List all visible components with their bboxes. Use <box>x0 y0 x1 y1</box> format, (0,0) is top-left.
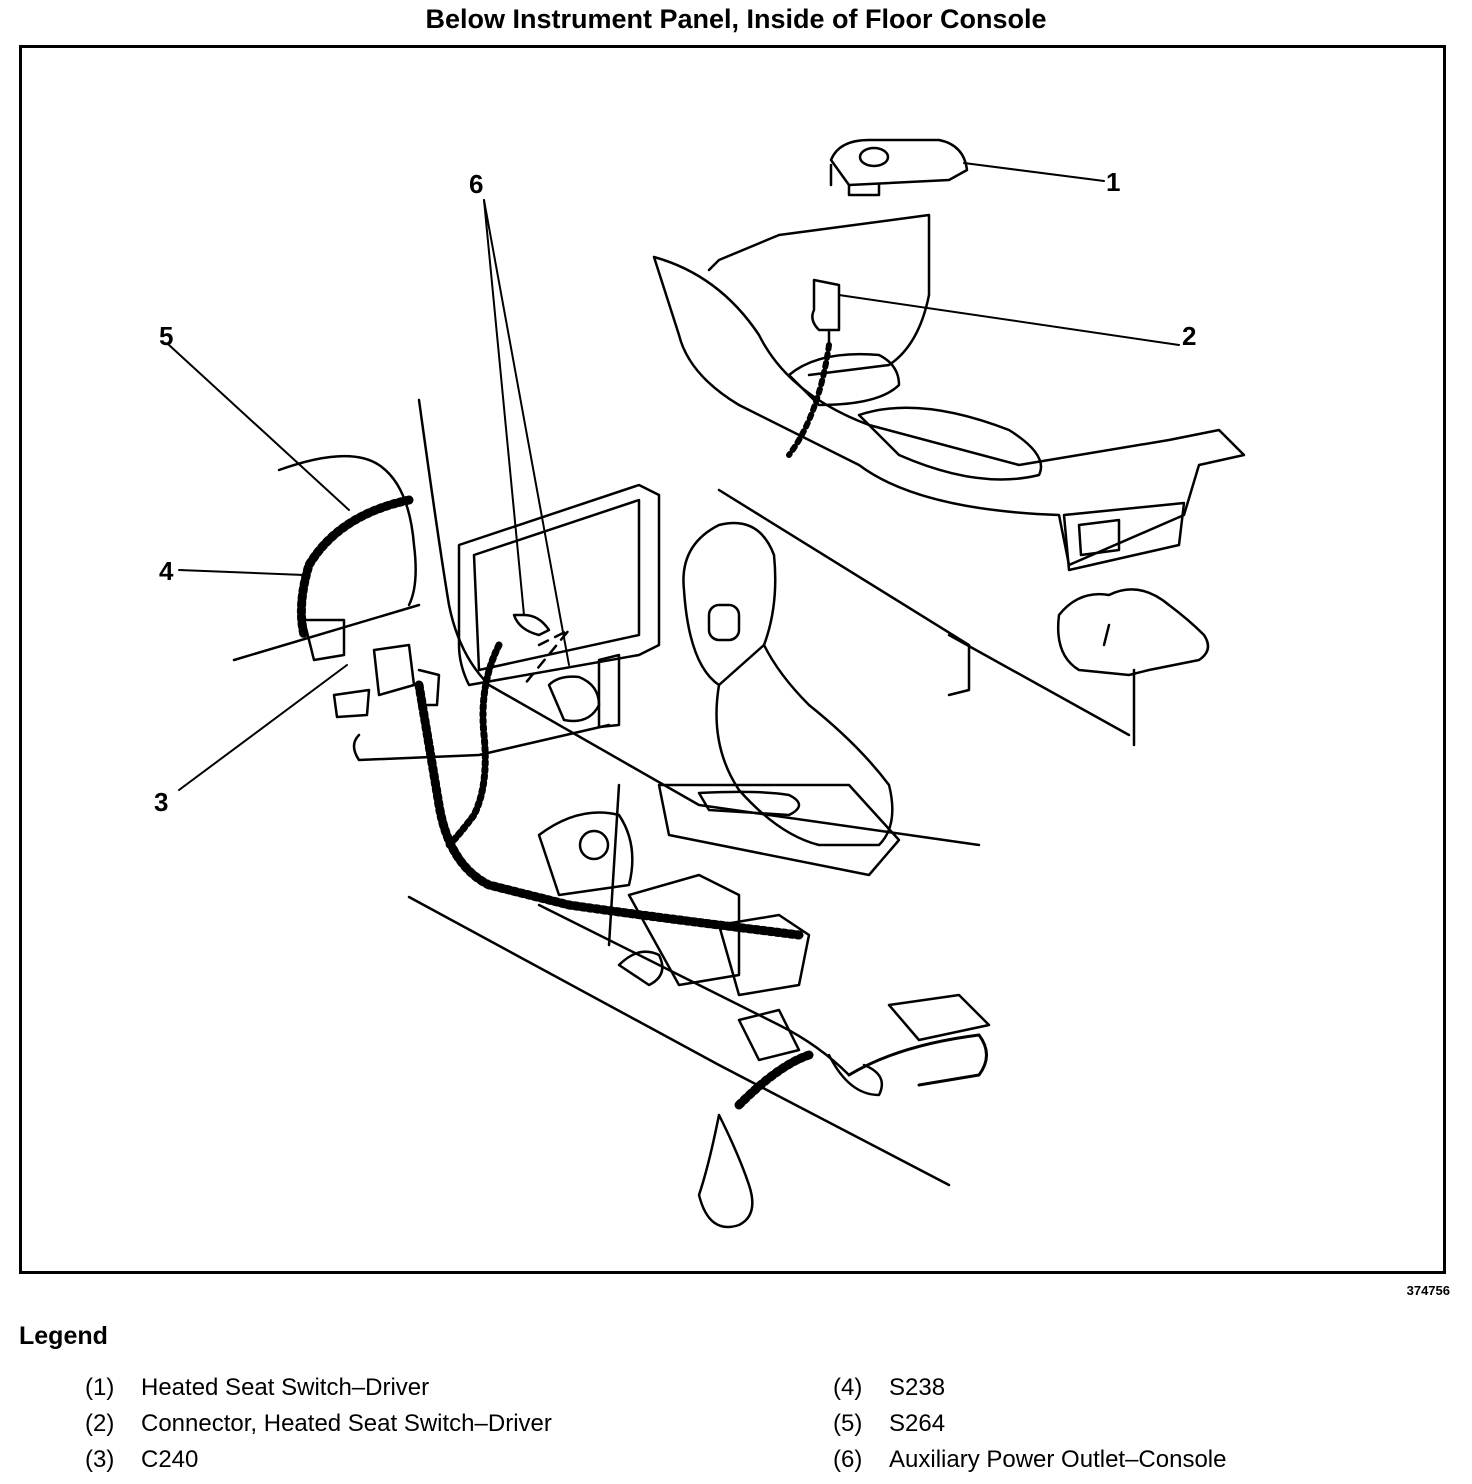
legend-item: (4) S238 <box>833 1374 945 1402</box>
legend-item: (6) Auxiliary Power Outlet–Console <box>833 1446 1227 1474</box>
module-drawing <box>1057 588 1210 747</box>
floor-structure-drawing <box>537 811 811 1062</box>
floor-console-drawing <box>652 213 1246 572</box>
legend-heading: Legend <box>19 1322 108 1350</box>
legend-text: Heated Seat Switch–Driver <box>141 1374 430 1401</box>
illustration-frame <box>19 45 1446 1274</box>
connectors-drawing <box>302 613 621 729</box>
legend-text: C240 <box>141 1446 199 1473</box>
callout-4: 4 <box>159 556 174 586</box>
legend-number: (1) <box>85 1374 115 1401</box>
legend-text: Auxiliary Power Outlet–Console <box>889 1446 1227 1473</box>
legend-text: Connector, Heated Seat Switch–Driver <box>141 1410 552 1437</box>
legend-number: (4) <box>833 1374 863 1401</box>
legend-number: (2) <box>85 1410 115 1437</box>
heated-seat-switch-drawing <box>829 138 969 197</box>
legend-text: S264 <box>889 1410 946 1437</box>
diagram-title: Below Instrument Panel, Inside of Floor … <box>425 4 1047 34</box>
callout-3: 3 <box>154 787 168 817</box>
legend-item: (1) Heated Seat Switch–Driver <box>85 1374 429 1402</box>
leader-lines <box>168 162 1180 791</box>
console-side-drawing <box>232 398 1131 1187</box>
legend-item: (2) Connector, Heated Seat Switch–Driver <box>85 1410 552 1438</box>
switch-connector-drawing <box>786 278 841 458</box>
legend-number: (5) <box>833 1410 863 1437</box>
callout-1: 1 <box>1106 167 1120 197</box>
callout-2: 2 <box>1182 321 1196 351</box>
figure-id: 374756 <box>1406 1283 1450 1298</box>
legend-item: (3) C240 <box>85 1446 198 1474</box>
legend-number: (3) <box>85 1446 115 1473</box>
wiring-illustration: 1 2 3 4 5 6 <box>154 138 1246 1229</box>
legend-number: (6) <box>833 1446 863 1473</box>
legend-item: (5) S264 <box>833 1410 945 1438</box>
callout-6: 6 <box>469 169 483 199</box>
shift-lever-drawing <box>657 521 901 877</box>
legend-text: S238 <box>889 1374 946 1401</box>
callout-5: 5 <box>159 321 173 351</box>
